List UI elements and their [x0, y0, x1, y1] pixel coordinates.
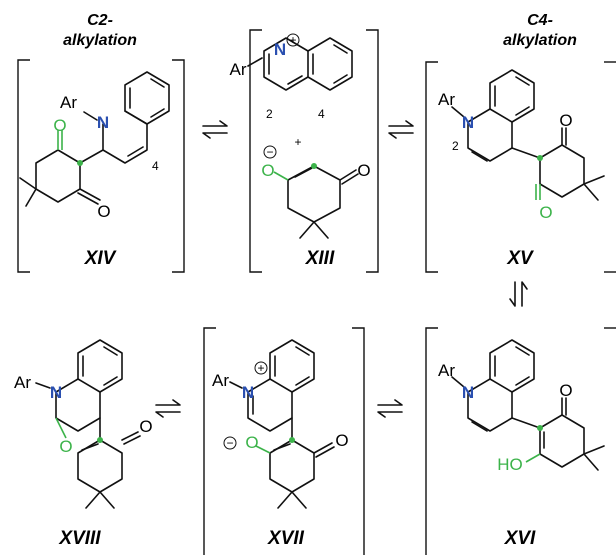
heading-c4-line2: alkylation [503, 32, 577, 49]
structure-xiv: Ar N O O 4 XIV [19, 71, 170, 269]
equilibrium-arrow-xv-xvi [509, 281, 528, 307]
xiii-o-keto: O [357, 161, 370, 180]
structure-xiii: Ar N + 2 4 + O − O XIII [230, 33, 371, 269]
xvii-o-charge: − [226, 436, 233, 450]
xvii-o-enolate: O [245, 433, 258, 452]
bracket-xiii [249, 29, 379, 273]
structure-xv: Ar N 2 O O XV [438, 69, 605, 269]
xiii-plus-sign: + [294, 135, 301, 149]
xvi-o-keto: O [559, 381, 572, 400]
xvi-ho: HO [497, 455, 523, 474]
heading-c4-line1: C4- [527, 12, 553, 29]
xviii-ar: Ar [14, 373, 31, 392]
xviii-o-ring: O [59, 437, 72, 456]
xviii-o-keto: O [139, 417, 152, 436]
label-xvi: XVI [504, 528, 536, 549]
xiii-ar: Ar [230, 60, 247, 79]
xiv-position-4: 4 [152, 159, 159, 173]
equilibrium-arrow-xiv-xiii [202, 120, 228, 139]
structure-xvii: Ar N + O − O XVII [212, 339, 349, 549]
structure-xviii: Ar N O O XVIII [14, 339, 153, 549]
xvii-ar: Ar [212, 371, 229, 390]
bracket-xiv [17, 59, 185, 273]
heading-c2: C2- alkylation [63, 12, 137, 49]
label-xv: XV [506, 248, 534, 269]
heading-c2-line1: C2- [87, 12, 113, 29]
xvii-n-charge: + [257, 361, 264, 375]
equilibrium-arrow-xiii-xv [388, 120, 414, 139]
xv-position-2: 2 [452, 139, 459, 153]
xiii-position-4: 4 [318, 107, 325, 121]
xiii-n-charge: + [289, 33, 296, 47]
xvii-n: N [242, 383, 254, 402]
xv-o-bottom: O [539, 203, 552, 222]
heading-c4: C4- alkylation [503, 12, 577, 49]
xiii-o-charge: − [266, 145, 273, 159]
xvi-ar: Ar [438, 361, 455, 380]
equilibrium-arrow-xvii-xvi [377, 399, 403, 418]
xv-o-top: O [559, 111, 572, 130]
xiii-n: N [274, 40, 286, 59]
xiv-n: N [97, 113, 109, 132]
equilibrium-arrow-xviii-xvii [155, 399, 181, 418]
heading-c2-line2: alkylation [63, 32, 137, 49]
xiii-position-2: 2 [266, 107, 273, 121]
xvi-n: N [462, 383, 474, 402]
xiv-ar: Ar [60, 93, 77, 112]
xv-n: N [462, 113, 474, 132]
bracket-xv [425, 61, 616, 273]
label-xviii: XVIII [58, 528, 101, 549]
xiv-o-top: O [53, 116, 66, 135]
label-xiv: XIV [84, 248, 117, 269]
xvii-o-keto: O [335, 431, 348, 450]
bracket-xvii [203, 327, 365, 555]
label-xiii: XIII [305, 248, 335, 269]
xviii-n: N [50, 383, 62, 402]
label-xvii: XVII [267, 528, 305, 549]
xiii-o-enolate: O [261, 161, 274, 180]
xiv-o-bottom: O [97, 202, 110, 221]
xv-ar: Ar [438, 90, 455, 109]
structure-xvi: Ar N O HO XVI [438, 339, 605, 549]
bracket-xvi [425, 327, 616, 555]
